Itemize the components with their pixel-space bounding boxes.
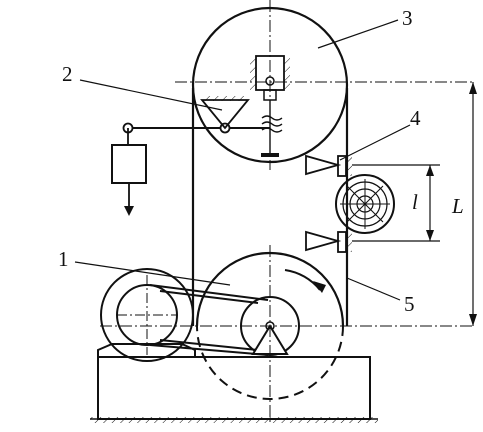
dimension-L xyxy=(469,82,477,326)
drive-belt xyxy=(149,284,269,356)
callout-1: 1 xyxy=(58,247,69,271)
lower-wheel xyxy=(100,245,475,425)
callout-3: 3 xyxy=(402,6,413,30)
upper-wheel xyxy=(175,0,475,170)
callout-4: 4 xyxy=(410,106,421,130)
tension-lever xyxy=(111,96,270,216)
dimension-label-l: l xyxy=(412,190,418,214)
leader-lines xyxy=(74,19,411,301)
workpiece-log xyxy=(335,174,395,234)
dimension-l xyxy=(352,164,440,242)
dimension-label-L: L xyxy=(452,194,464,218)
callout-5: 5 xyxy=(404,292,415,316)
callout-2: 2 xyxy=(62,62,73,86)
machine-base xyxy=(90,356,378,423)
blade-guides xyxy=(305,154,352,253)
